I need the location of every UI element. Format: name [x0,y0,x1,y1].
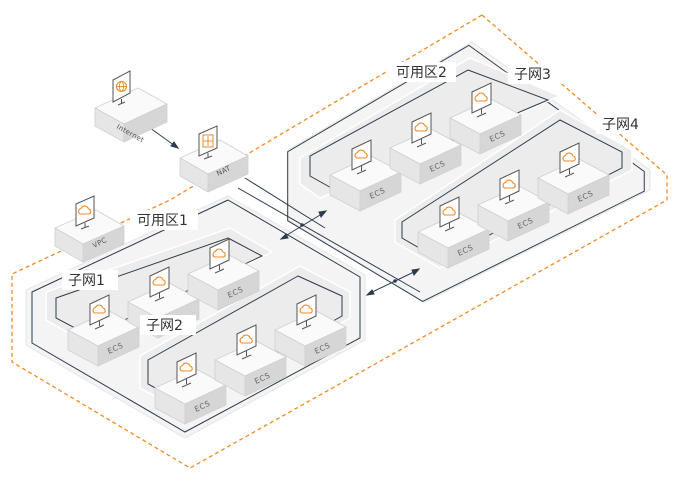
internet-node[interactable]: Internet [94,70,168,144]
ecs-server[interactable]: ECS [537,142,610,215]
nat-gateway-icon [198,125,218,160]
subnet2-label: 子网2 [146,318,183,334]
subnet1-label: 子网1 [68,273,105,289]
monitor-icon [351,139,372,175]
ecs-server[interactable]: ECS [389,112,462,185]
monitor-icon [149,266,170,302]
zone2-label-box: 可用区2 [388,62,456,82]
ecs-server[interactable]: ECS [449,82,522,155]
monitor-icon [89,294,110,330]
ecs-server[interactable]: ECS [154,352,227,425]
monitor-icon [499,169,520,205]
ecs-server[interactable]: ECS [477,169,550,242]
monitor-icon [176,352,197,388]
ecs-server[interactable]: ECS [329,139,402,212]
ecs-server-group: ECSECSECSECSECSECSECSECSECSECSECSECS [67,82,610,425]
monitor-icon [471,82,492,118]
subnet4-label-box: 子网4 [596,114,652,134]
vpc-icon [75,195,95,230]
subnet2-label-box: 子网2 [140,315,196,335]
zone1-label: 可用区1 [137,213,188,229]
zone1-label-box: 可用区1 [130,210,198,230]
ecs-server[interactable]: ECS [187,238,260,311]
ecs-server[interactable]: ECS [417,196,490,269]
monitor-icon [559,142,580,178]
monitor-icon [236,324,257,360]
subnet3-label: 子网3 [514,67,551,83]
ecs-server[interactable]: ECS [67,294,140,367]
connection-lines [149,127,421,296]
subnet3-label-box: 子网3 [508,64,564,84]
subnet1-label-box: 子网1 [62,270,118,290]
monitor-icon [439,196,460,232]
vpc-node[interactable]: VPC [54,195,125,263]
nat-node[interactable]: NAT [179,125,249,193]
monitor-icon [209,238,230,274]
globe-icon [112,70,131,106]
ecs-server[interactable]: ECS [214,324,287,397]
ecs-server[interactable]: ECS [274,294,347,367]
monitor-icon [411,112,432,148]
vpc-boundary [11,14,668,469]
monitor-icon [296,294,317,330]
zone2-label: 可用区2 [396,65,447,81]
subnet4-label: 子网4 [602,117,639,133]
